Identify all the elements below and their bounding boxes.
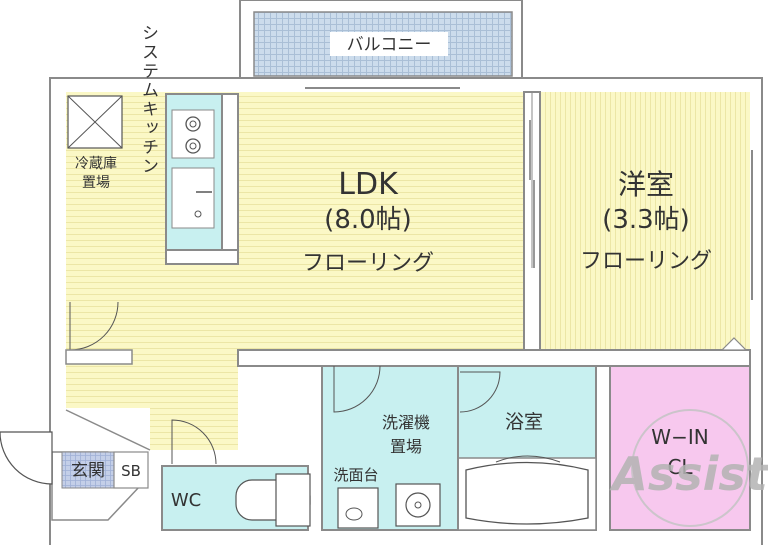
fridge-label-1: 冷蔵庫 [75, 155, 117, 172]
ldk-floor-label: フローリング [302, 251, 434, 276]
hall-wall [65, 349, 133, 365]
shoe-box-label: SB [121, 462, 141, 480]
fridge-label-2: 置場 [82, 175, 110, 191]
western-floor-label: フローリング [580, 249, 712, 274]
watermark: Assist [609, 447, 768, 501]
washbasin-label: 洗面台 [333, 466, 378, 484]
entrance: 玄関 SB [0, 409, 151, 521]
western-name: 洋室 [618, 168, 674, 201]
entrance-label: 玄関 [71, 461, 105, 481]
shoe-box [113, 451, 149, 489]
front-door [0, 431, 53, 485]
interior-wall [237, 349, 751, 367]
burner-icon [185, 116, 201, 132]
sink-icon [171, 167, 215, 229]
assist-logo: Assist [609, 409, 768, 527]
washbasin-icon [337, 487, 379, 529]
bath-label: 浴室 [505, 411, 543, 433]
western-room-label: 洋室 (3.3帖) フローリング [580, 168, 712, 274]
burner-icon [185, 138, 201, 154]
toilet-door [171, 419, 217, 465]
partition-wall [523, 91, 541, 351]
walk-in-closet: W−IN CL [609, 365, 751, 531]
washroom-door [333, 365, 381, 413]
ldk-name: LDK [338, 167, 399, 202]
closet-label-1: W−IN [651, 425, 708, 449]
kitchen-label: システムキッチン [138, 24, 158, 176]
toilet-label: WC [171, 490, 201, 511]
kitchen-counter [165, 93, 239, 265]
bath-door [459, 371, 501, 413]
western-size: (3.3帖) [602, 205, 690, 235]
western-room-floor [540, 92, 750, 350]
laundry-label-1: 洗濯機 [382, 413, 430, 432]
fridge-space: 冷蔵庫 置場 [67, 95, 123, 191]
closet-label-2: CL [667, 455, 693, 479]
balcony-label: バルコニー [347, 35, 432, 55]
toilet: WC [161, 419, 311, 531]
bathroom: 浴室 [457, 365, 597, 531]
laundry-label-2: 置場 [390, 437, 422, 456]
closet-marker [720, 337, 748, 351]
washer-icon [395, 483, 441, 527]
ldk-label: LDK (8.0帖) フローリング [302, 167, 434, 276]
washroom: 洗濯機 置場 洗面台 [321, 365, 459, 531]
ldk-size: (8.0帖) [324, 205, 412, 235]
balcony: バルコニー [239, 0, 523, 100]
